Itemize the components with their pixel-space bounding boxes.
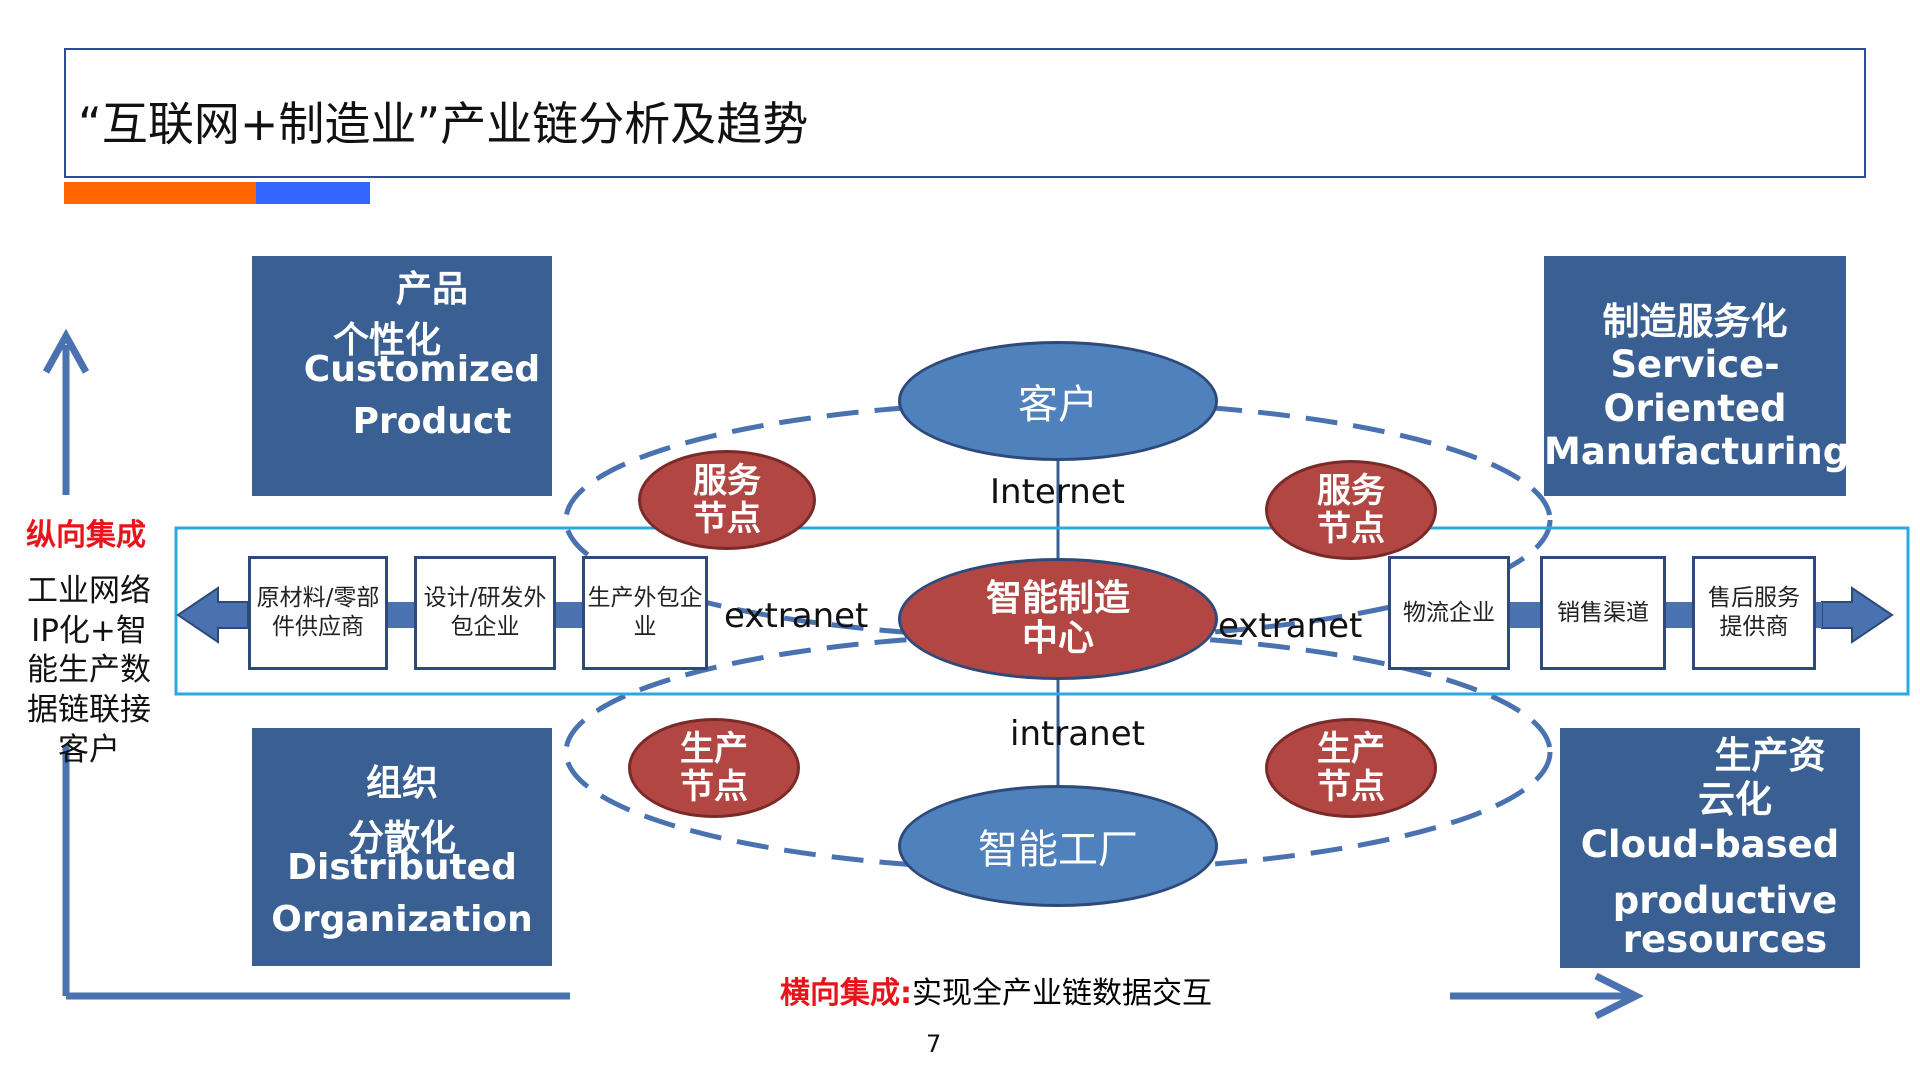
vertical-integration-text: 工业网络IP化+智能生产数据链联接客户: [27, 573, 151, 768]
corner-box-distributed-organization: 组织 分散化 Distributed Organization: [252, 728, 552, 966]
corner-br-line-2: 云化: [1698, 778, 1772, 822]
corner-bl-line-3: Distributed: [287, 847, 517, 889]
right-chain-arrow: [1821, 586, 1894, 644]
corner-br-line-4: productive: [1612, 879, 1838, 923]
corner-br-line-1: 生产资: [1714, 734, 1826, 777]
corner-tr-line-1: 制造服务化: [1602, 300, 1788, 343]
corner-box-customized-product: 产品 个性化 Customized Product: [252, 256, 552, 496]
horizontal-integration-caption: 横向集成:实现全产业链数据交互: [780, 968, 1212, 1012]
corner-box-service-oriented: 制造服务化 Service- Oriented Manufacturing: [1544, 256, 1846, 496]
chain-stage-production-outsourcing: 生产外包企业: [582, 556, 708, 670]
title-frame: [64, 48, 1866, 178]
left-chain-arrow: [176, 586, 249, 644]
corner-bl-line-2: 分散化: [347, 818, 456, 860]
accent-bar-orange: [64, 182, 256, 204]
smart-factory-ellipse: 智能工厂: [898, 785, 1218, 907]
corner-bl-line-1: 组织: [365, 763, 438, 804]
chain-stage-sales-channels: 销售渠道: [1540, 556, 1666, 670]
corner-br-line-3: Cloud-based: [1580, 822, 1840, 866]
horizontal-integration-text: 实现全产业链数据交互: [912, 976, 1212, 1011]
chain-stage-design-outsourcing: 设计/研发外包企业: [414, 556, 556, 670]
corner-tl-line-2: 个性化: [332, 320, 441, 362]
corner-br-line-5: resources: [1622, 917, 1828, 961]
horizontal-integration-label: 横向集成:: [780, 976, 912, 1011]
horizontal-chain-band: [174, 526, 1910, 696]
accent-bar-blue: [256, 182, 370, 204]
corner-tl-line-1: 产品: [395, 269, 468, 310]
corner-tr-line-2: Service-: [1610, 343, 1780, 387]
corner-tr-line-4: Manufacturing: [1544, 430, 1846, 474]
horizontal-axis-arrowhead: [1594, 972, 1644, 1020]
corner-tl-line-3: Customized: [303, 349, 541, 391]
upper-dashed-loop: [563, 399, 1553, 641]
extranet-label-right: extranet: [1218, 606, 1363, 646]
chain-stage-after-sales: 售后服务提供商: [1692, 556, 1816, 670]
production-node-right: 生产节点: [1265, 718, 1437, 818]
internet-label: Internet: [990, 472, 1126, 512]
chain-stage-logistics: 物流企业: [1388, 556, 1510, 670]
vertical-integration-label: 纵向集成: [26, 518, 146, 553]
corner-tl-line-4: Product: [352, 400, 512, 442]
page-title: “互联网+制造业”产业链分析及趋势: [78, 97, 809, 151]
extranet-label-left: extranet: [724, 596, 869, 636]
service-node-right: 服务节点: [1265, 460, 1437, 560]
corner-tr-line-3: Oriented: [1603, 386, 1787, 430]
vertical-axis-arrowhead: [42, 328, 90, 374]
service-node-left: 服务节点: [638, 450, 816, 550]
intranet-label: intranet: [1010, 714, 1145, 754]
chain-stage-suppliers: 原材料/零部件供应商: [248, 556, 388, 670]
corner-bl-line-4: Organization: [271, 898, 533, 940]
customer-ellipse: 客户: [898, 341, 1218, 461]
page-number: 7: [926, 1030, 942, 1058]
production-node-left: 生产节点: [628, 718, 800, 818]
smart-manufacturing-hub: 智能制造中心: [898, 558, 1218, 680]
lower-dashed-loop: [563, 631, 1553, 873]
corner-box-cloud-resources: 生产资 云化 Cloud-based productive resources: [1560, 728, 1860, 968]
